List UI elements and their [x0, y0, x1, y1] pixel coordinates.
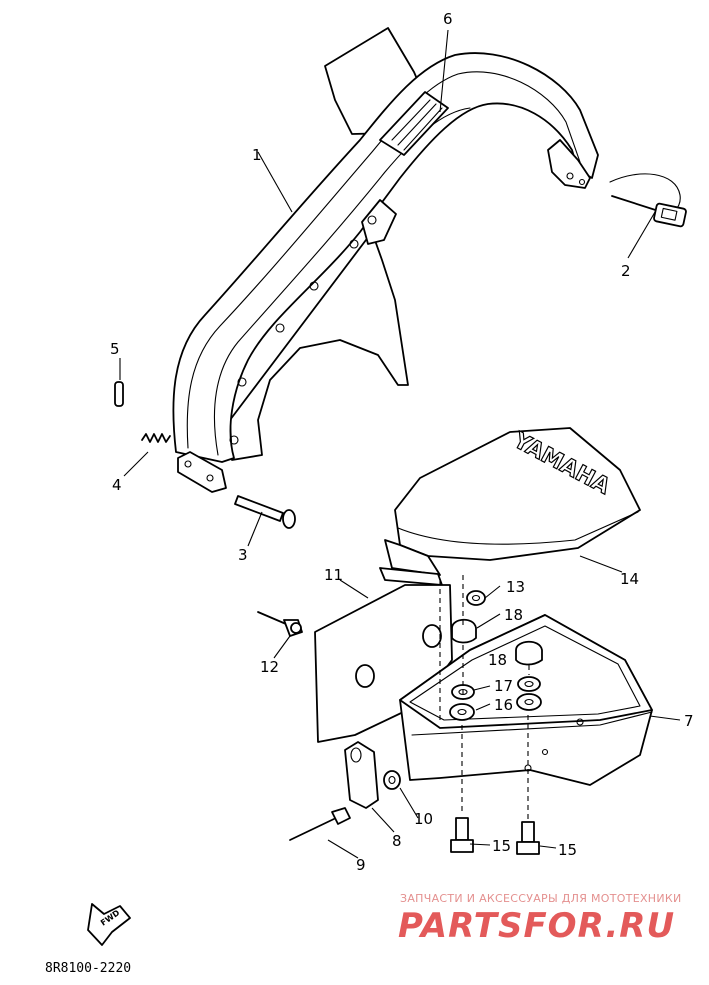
washer-part-10[interactable]: [383, 770, 401, 790]
pin-part-5[interactable]: [114, 381, 124, 407]
callout-3: 3: [238, 546, 248, 564]
hinge-pin-part-3[interactable]: [234, 495, 296, 529]
callout-13: 13: [506, 578, 525, 596]
rear-fender-part-1[interactable]: [172, 27, 599, 493]
cap-nut-part-18a[interactable]: [451, 618, 477, 644]
callout-10: 10: [414, 810, 433, 828]
washer-part-16[interactable]: [449, 693, 542, 721]
watermark: ЗАПЧАСТИ И АКСЕССУАРЫ ДЛЯ МОТОТЕХНИКИ PA…: [398, 892, 682, 946]
fwd-arrow-icon: FWD: [87, 903, 131, 946]
callout-2: 2: [621, 262, 631, 280]
callout-7: 7: [684, 712, 694, 730]
callout-1: 1: [252, 146, 262, 164]
bolt-part-15b[interactable]: [516, 821, 540, 855]
diagram-code: 8R8100-2220: [45, 961, 131, 976]
screw-part-9[interactable]: [289, 807, 351, 841]
callout-15a: 15: [492, 837, 511, 855]
top-cover-part-14[interactable]: YAMAHA: [379, 427, 641, 586]
callout-16: 16: [494, 696, 513, 714]
callout-15b: 15: [558, 841, 577, 859]
watermark-tagline: ЗАПЧАСТИ И АКСЕССУАРЫ ДЛЯ МОТОТЕХНИКИ: [400, 892, 682, 905]
callout-11: 11: [324, 566, 343, 584]
screw-part-12[interactable]: [257, 611, 303, 637]
bolt-part-15a[interactable]: [450, 817, 474, 853]
callout-18a: 18: [504, 606, 523, 624]
spring-part-4[interactable]: [141, 433, 171, 443]
callout-4: 4: [112, 476, 122, 494]
callout-8: 8: [392, 832, 402, 850]
grommet-part-13[interactable]: [466, 590, 486, 606]
callout-17: 17: [494, 677, 513, 695]
lock-key-part-2[interactable]: [609, 173, 687, 228]
callout-6: 6: [443, 10, 453, 28]
leader-lines: [119, 29, 681, 859]
bracket-part-8[interactable]: [344, 741, 379, 809]
callout-14: 14: [620, 570, 639, 588]
watermark-logo: PARTSFOR.RU: [398, 906, 675, 946]
callout-5: 5: [110, 340, 120, 358]
callout-numbers: 1 6 2 5 4 3 14 11 13 12 18 18 17 16 7 10…: [110, 10, 694, 874]
callout-18b: 18: [488, 651, 507, 669]
assembly-lines: [439, 575, 530, 820]
cap-nut-part-18b[interactable]: [515, 640, 543, 666]
label-part-6[interactable]: [379, 91, 449, 156]
callout-9: 9: [356, 856, 366, 874]
callout-12: 12: [260, 658, 279, 676]
